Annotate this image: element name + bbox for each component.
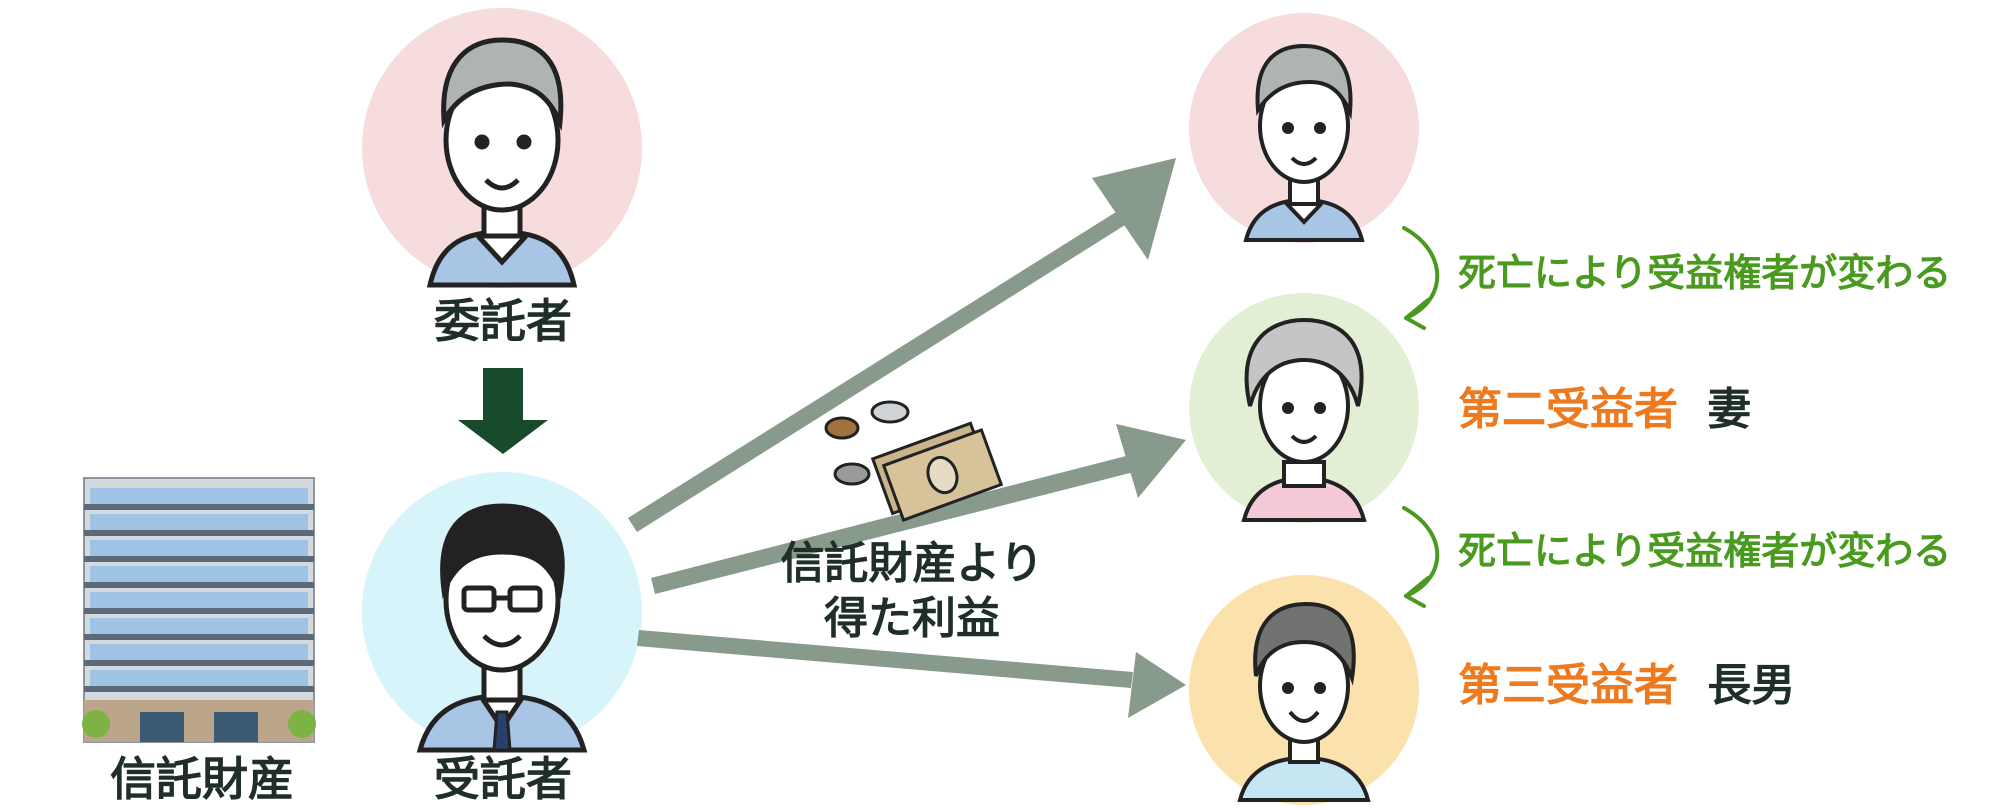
arrow-to-first-beneficiary: [628, 158, 1176, 532]
distribution-arrows: [628, 158, 1186, 718]
elderly-man-icon: [426, 37, 578, 288]
money-icon: [824, 400, 1004, 522]
building-balcony-rail: [84, 660, 314, 666]
building-window-row: [90, 566, 308, 582]
third-beneficiary-label: 第三受益者 長男: [1458, 664, 1795, 708]
profit-label: 信託財産より 得た利益: [742, 536, 1082, 646]
building-window-row: [90, 488, 308, 504]
apartment-building-icon: [82, 477, 316, 743]
building-window-row: [90, 644, 308, 660]
building-window-row: [90, 592, 308, 608]
arrow-to-second-beneficiary: [651, 424, 1186, 594]
arrow-to-third-beneficiary: [637, 630, 1186, 718]
trustee-label: 受託者: [434, 752, 572, 806]
settlor-to-trustee-arrow: [458, 368, 548, 454]
second-beneficiary-person: 妻: [1707, 384, 1752, 435]
second-beneficiary-role: 第二受益者: [1458, 384, 1678, 435]
building-window-row: [90, 618, 308, 634]
profit-label-line1: 信託財産より: [780, 538, 1044, 589]
building-balcony-rail: [84, 686, 314, 692]
settlor-label: 委託者: [434, 294, 572, 348]
building-balcony-rail: [84, 504, 314, 510]
building-window-row: [90, 670, 308, 686]
building-floors: [84, 488, 314, 692]
building-balcony-rail: [84, 608, 314, 614]
trust-property-label: 信託財産: [110, 752, 294, 806]
change-note-1: 死亡により受益権者が変わる: [1458, 251, 1952, 295]
building-balcony-rail: [84, 634, 314, 640]
young-man-icon: [1237, 601, 1371, 802]
change-note-2: 死亡により受益権者が変わる: [1458, 529, 1952, 573]
change-arrow-1: [1402, 226, 1440, 330]
third-beneficiary-person: 長男: [1707, 660, 1796, 711]
second-beneficiary-label: 第二受益者 妻: [1458, 388, 1751, 432]
elderly-man-icon: [1243, 43, 1365, 242]
third-beneficiary-role: 第三受益者: [1458, 660, 1678, 711]
building-balcony-rail: [84, 556, 314, 562]
building-balcony-rail: [84, 530, 314, 536]
businessman-icon: [416, 503, 588, 753]
elderly-woman-icon: [1241, 317, 1367, 522]
change-arrow-2: [1402, 506, 1440, 608]
profit-label-line2: 得た利益: [824, 593, 1000, 644]
building-window-row: [90, 514, 308, 530]
building-balcony-rail: [84, 582, 314, 588]
building-window-row: [90, 540, 308, 556]
